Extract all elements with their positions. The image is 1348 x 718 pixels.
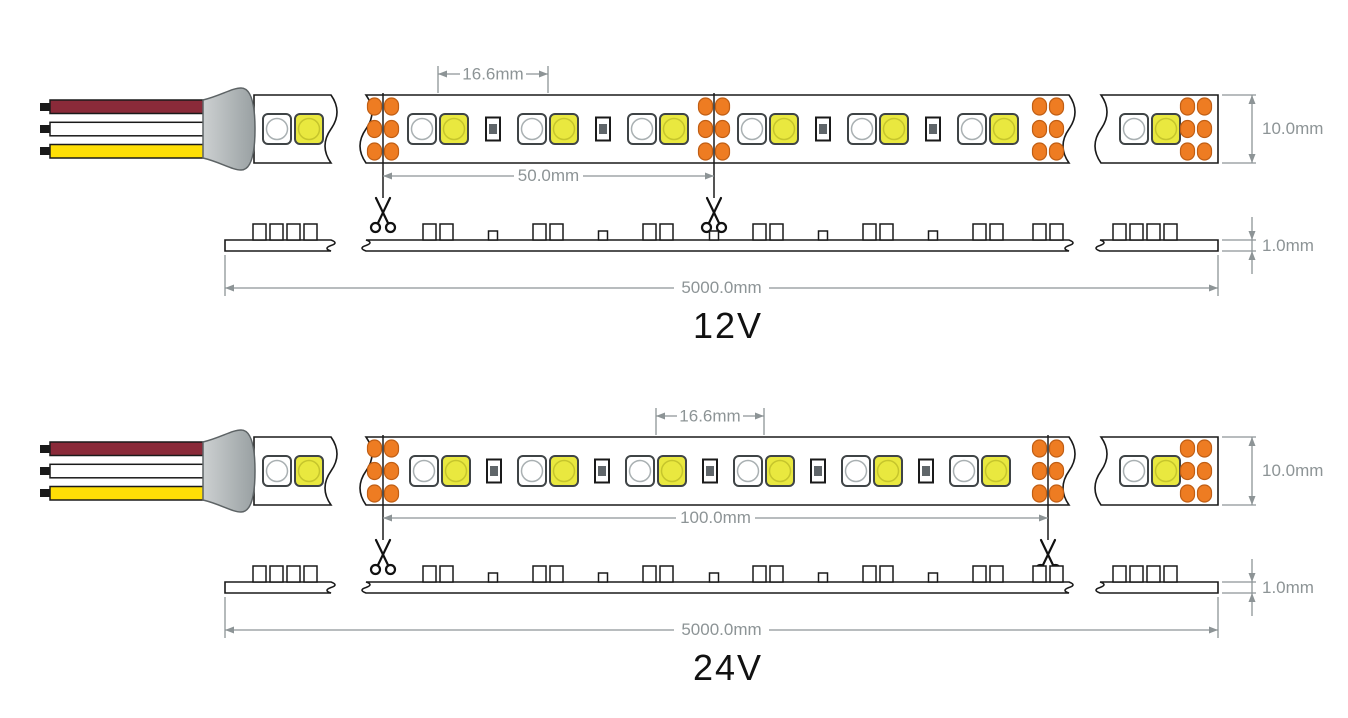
strip-diagram-12v: 16.6mm 50.0mm 10.0mm 1.0mm 5000.0mm 12V (39, 65, 1323, 346)
pitch-dimension-label: 16.6mm (679, 407, 740, 426)
width-dimension (1222, 437, 1256, 505)
total-length-label: 5000.0mm (681, 278, 761, 297)
voltage-label: 12V (693, 305, 763, 346)
resistor (485, 116, 501, 142)
strip-diagram-24v: 16.6mm 100.0mm 10.0mm 1.0mm 5000.0mm 24V (39, 407, 1323, 688)
wire-connector (39, 429, 256, 513)
cut-length-dimension: 50.0mm (383, 166, 714, 185)
thickness-label: 1.0mm (1262, 236, 1314, 255)
cut-length-label: 100.0mm (680, 508, 751, 527)
resistor (815, 116, 831, 142)
strip-left-segment (254, 437, 337, 505)
thickness-label: 1.0mm (1262, 578, 1314, 597)
pitch-dimension-label: 16.6mm (462, 65, 523, 84)
cut-length-dimension: 100.0mm (383, 508, 1048, 527)
total-length-label: 5000.0mm (681, 620, 761, 639)
resistor (925, 116, 941, 142)
scissors-icon (369, 196, 397, 234)
voltage-label: 24V (693, 647, 763, 688)
strip-right-segment (1095, 95, 1218, 163)
width-label: 10.0mm (1262, 119, 1323, 138)
cut-length-label: 50.0mm (518, 166, 579, 185)
resistor (595, 116, 611, 142)
scissors-icon (369, 538, 397, 576)
resistor (810, 458, 826, 484)
resistor (594, 458, 610, 484)
scissors-icon (700, 196, 728, 234)
pitch-dimension: 16.6mm (655, 407, 765, 435)
resistor (486, 458, 502, 484)
width-label: 10.0mm (1262, 461, 1323, 480)
resistor (918, 458, 934, 484)
wire-connector (39, 87, 256, 171)
width-dimension (1222, 95, 1256, 163)
pitch-dimension: 16.6mm (437, 65, 549, 93)
strip-right-segment (1095, 437, 1218, 505)
strip-left-segment (254, 95, 337, 163)
resistor (702, 458, 718, 484)
